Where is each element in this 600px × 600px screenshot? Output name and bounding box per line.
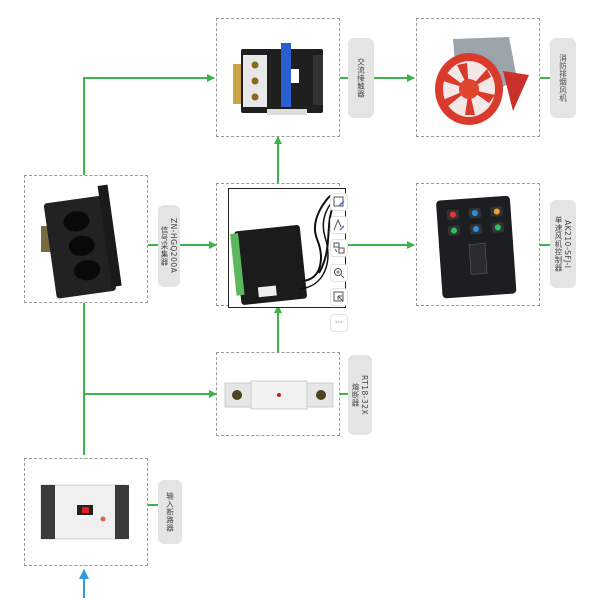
current-transformer-icon (41, 184, 122, 299)
label-signal-collector: ZN-HGQ200A 信号采集器 (158, 205, 180, 287)
wire-collector-to-contactor (83, 74, 215, 175)
text-edit-button[interactable] (330, 216, 348, 234)
node-signal-collector[interactable] (24, 175, 148, 303)
select-button[interactable] (330, 288, 348, 306)
rail-fuse-icon (224, 380, 334, 410)
zoom-in-icon (334, 268, 345, 279)
circuit-breaker-icon (40, 484, 129, 540)
fan-control-panel-icon (436, 195, 517, 299)
ac-contactor-icon (233, 43, 323, 115)
select-icon (333, 291, 344, 302)
node-fuse[interactable] (216, 352, 340, 436)
node-fan-controller[interactable] (416, 183, 540, 306)
label-fire-fan: 消防排烟风机 (550, 38, 576, 118)
node-ac-contactor[interactable] (216, 18, 340, 137)
image-edit-icon (333, 196, 345, 207)
axial-fan-icon (435, 37, 529, 125)
layout-icon (333, 242, 345, 254)
image-edit-button[interactable] (330, 193, 348, 211)
more-icon: ··· (334, 318, 344, 328)
label-ac-contactor: 交流接触器 (348, 38, 374, 118)
controller-module-selection[interactable] (228, 188, 346, 308)
text-edit-icon (333, 219, 345, 231)
node-fire-fan[interactable] (416, 18, 540, 137)
zoom-in-button[interactable] (330, 264, 348, 282)
layout-button[interactable] (330, 239, 348, 257)
label-fuse: RT18-32X 熔断器 (348, 355, 372, 435)
more-button[interactable]: ··· (330, 314, 348, 332)
controller-module-icon (230, 194, 336, 305)
node-input-breaker[interactable] (24, 458, 148, 566)
label-input-breaker: 输入断路器 (158, 480, 182, 544)
label-fan-controller: AK210-SFJ-I 单速风机控制器 (550, 200, 576, 288)
